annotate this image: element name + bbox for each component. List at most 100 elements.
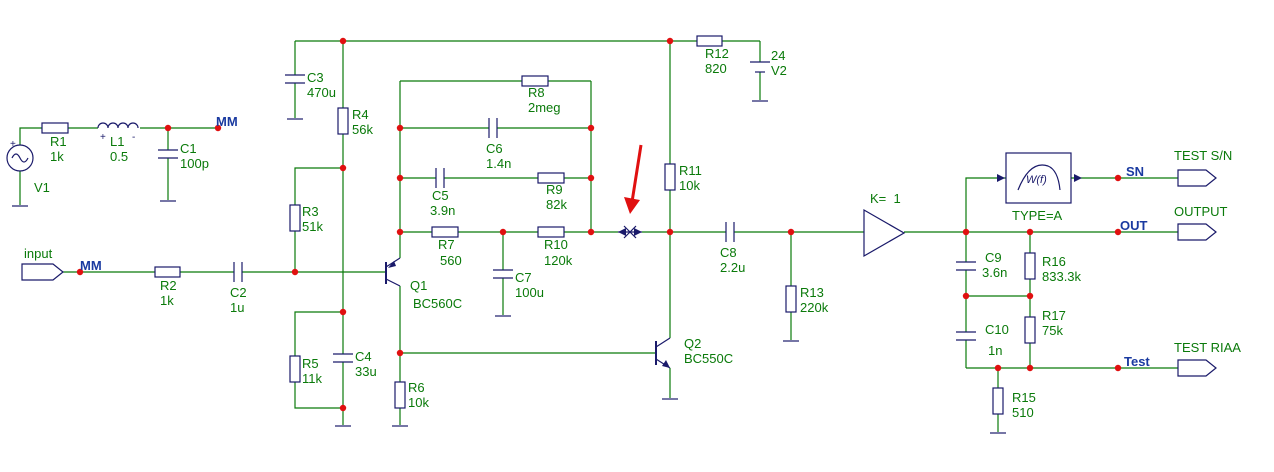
r1-value: 1k [50,149,64,164]
test-sn-port [1177,169,1217,187]
svg-text:-: - [132,132,135,143]
c7-value: 100u [515,285,544,300]
net-label-sn: SN [1126,164,1144,179]
c2-ref: C2 [230,285,247,300]
r7-ref: R7 [438,237,455,252]
r17-value: 75k [1042,323,1063,338]
input-port-label: input [24,246,53,261]
weighting-filter-block [997,152,1082,204]
l1-value: 0.5 [110,149,128,164]
r7-value: 560 [440,253,462,268]
c8-ref: C8 [720,245,737,260]
v2-battery [750,61,770,73]
c9-ref: C9 [985,250,1002,265]
r3-value: 51k [302,219,323,234]
c6-value: 1.4n [486,156,511,171]
r2-resistor [154,266,181,278]
r12-ref: R12 [705,46,729,61]
r9-resistor [537,172,565,184]
r5-value: 11k [302,371,322,386]
r10-value: 120k [544,253,573,268]
r1-ref: R1 [50,134,67,149]
c1-ref: C1 [180,141,197,156]
c8-capacitor [725,222,735,242]
weighting-type: TYPE=A [1012,208,1063,223]
r16-value: 833.3k [1042,269,1082,284]
r6-resistor [394,381,406,409]
svg-text:+: + [10,139,16,150]
c1-value: 100p [180,156,209,171]
r6-value: 10k [408,395,429,410]
c9-capacitor [956,261,976,271]
c5-ref: C5 [432,188,449,203]
r3-resistor [289,204,301,232]
r17-resistor [1024,316,1036,344]
v2-ref: V2 [771,63,787,78]
c10-ref: C10 [985,322,1009,337]
r3-ref: R3 [302,204,319,219]
c2-value: 1u [230,300,244,315]
test-riaa-port-label: TEST RIAA [1174,340,1241,355]
c6-ref: C6 [486,141,503,156]
r8-value: 2meg [528,100,561,115]
amp-gain: K= 1 [870,191,901,206]
l1-inductor: + - [97,122,139,143]
v2-value: 24 [771,48,785,63]
r7-resistor [431,226,459,238]
r2-ref: R2 [160,278,177,293]
r15-value: 510 [1012,405,1034,420]
v1-ref: V1 [34,180,50,195]
weighting-symbol: W(f) [1026,174,1047,186]
r12-resistor [696,35,723,47]
c7-ref: C7 [515,270,532,285]
annotation-arrow [624,144,643,214]
r8-ref: R8 [528,85,545,100]
c4-value: 33u [355,364,377,379]
r16-ref: R16 [1042,254,1066,269]
c1-capacitor [158,149,178,159]
r4-resistor [337,107,349,135]
c6-capacitor [488,118,498,138]
junctions [76,37,1122,412]
q1-transistor [385,257,401,287]
l1-ref: L1 [110,134,124,149]
r13-ref: R13 [800,285,824,300]
r11-value: 10k [679,178,700,193]
r1-resistor [41,122,69,134]
switch-marker [618,225,642,239]
c2-capacitor [233,262,243,282]
output-port [1177,223,1217,241]
r10-resistor [537,226,565,238]
c5-capacitor [435,168,445,188]
net-label-mm-input: MM [80,258,102,273]
c4-ref: C4 [355,349,372,364]
r12-value: 820 [705,61,727,76]
wires [19,40,1178,432]
net-label-mm-top: MM [216,114,238,129]
r5-resistor [289,355,301,383]
r6-ref: R6 [408,380,425,395]
test-riaa-port [1177,359,1217,377]
q2-transistor [655,337,671,369]
c7-capacitor [493,269,513,279]
c4-capacitor [333,353,353,363]
c10-capacitor [956,331,976,341]
r11-ref: R11 [679,163,702,178]
output-port-label: OUTPUT [1174,204,1228,219]
r17-ref: R17 [1042,308,1066,323]
net-label-test: Test [1124,354,1150,369]
r9-ref: R9 [546,182,563,197]
r9-value: 82k [546,197,567,212]
c5-value: 3.9n [430,203,455,218]
r2-value: 1k [160,293,174,308]
r15-resistor [992,387,1004,415]
v1-source: + [6,139,34,172]
r5-ref: R5 [302,356,319,371]
labels: MM MM SN OUT Test input TEST S/N OUTPUT … [24,46,1241,420]
c8-value: 2.2u [720,260,745,275]
r10-ref: R10 [544,237,568,252]
amplifier-triangle [863,208,906,258]
c3-ref: C3 [307,70,324,85]
test-sn-port-label: TEST S/N [1174,148,1232,163]
